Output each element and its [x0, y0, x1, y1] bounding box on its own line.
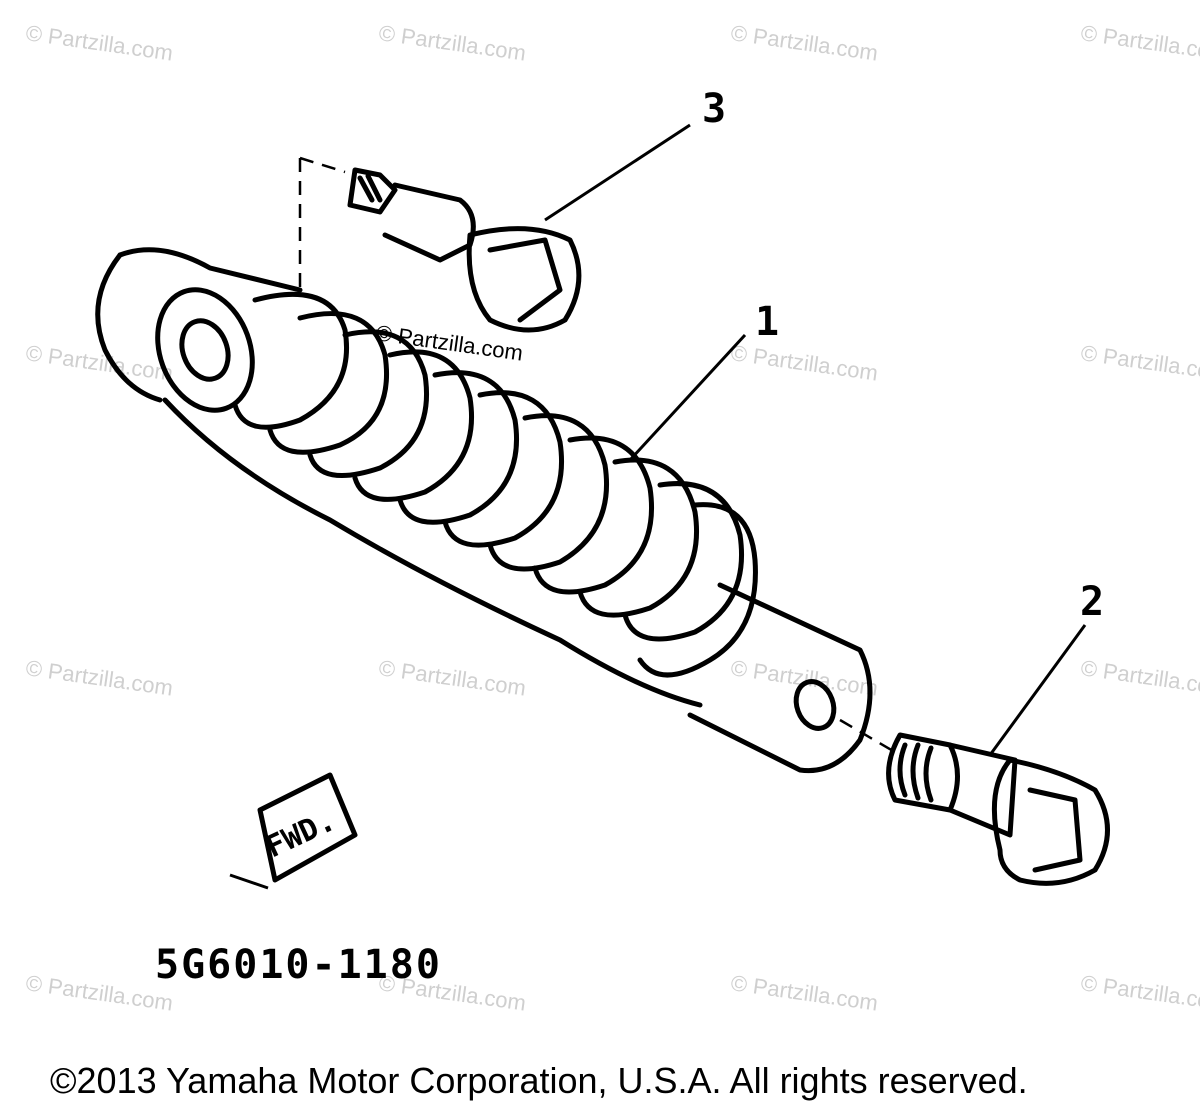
watermark: © Partzilla.com [377, 655, 527, 700]
lower-bolt-head-facet [1027, 787, 1083, 873]
lower-bolt-head [991, 757, 1110, 886]
watermark: © Partzilla.com [729, 340, 879, 385]
upper-bolt-thread [347, 167, 398, 215]
lower-assembly-guide [839, 718, 901, 757]
top-cap-outline [117, 247, 303, 293]
lower-bolt-thread-lines [897, 742, 934, 803]
watermark: © Partzilla.com [1079, 970, 1200, 1015]
watermark: © Partzilla.com [1079, 20, 1200, 65]
watermark: © Partzilla.com [24, 655, 174, 700]
lower-bolt[interactable] [886, 732, 1110, 886]
callout-3[interactable]: 3 [702, 86, 726, 132]
watermark: © Partzilla.com [24, 20, 174, 65]
callout-2[interactable]: 2 [1080, 579, 1104, 625]
watermark: © Partzilla.com [24, 340, 174, 385]
fwd-box [257, 772, 358, 883]
top-mount-bore [179, 318, 231, 382]
watermark: © Partzilla.com [729, 20, 879, 65]
watermark: © Partzilla.com [1079, 340, 1200, 385]
upper-bolt-thread-lines [357, 173, 383, 203]
top-cap-side [95, 252, 163, 403]
shock-absorber[interactable] [95, 247, 873, 774]
watermark: © Partzilla.com [729, 655, 879, 700]
upper-bolt-head [466, 226, 582, 333]
upper-assembly-guide [298, 156, 346, 290]
callout-1[interactable]: 1 [755, 299, 779, 345]
leader-line-1 [628, 333, 747, 462]
upper-bolt[interactable] [347, 167, 582, 333]
watermark: © Partzilla.com [24, 970, 174, 1015]
lower-eye-bore [793, 679, 837, 731]
leader-line-3 [544, 123, 691, 222]
watermark: © Partzilla.com [729, 970, 879, 1015]
upper-bolt-shank [382, 182, 476, 263]
copyright-notice: ©2013 Yamaha Motor Corporation, U.S.A. A… [50, 1060, 1028, 1101]
damper-tube [687, 582, 873, 774]
diagram-code: 5G6010-1180 [155, 942, 442, 988]
fwd-arrow-symbol: FWD. [229, 772, 358, 890]
leader-line-2 [988, 624, 1087, 756]
fwd-arrow-line [229, 873, 269, 890]
fwd-label: FWD. [261, 803, 341, 865]
lower-bolt-shank [947, 742, 1018, 838]
top-mount-eye [155, 287, 255, 413]
watermark: © Partzilla.com [1079, 655, 1200, 700]
spring-coils [162, 291, 758, 708]
watermark: © Partzilla.com [377, 20, 527, 65]
upper-bolt-head-facet [487, 237, 563, 323]
watermark-layer: © Partzilla.com © Partzilla.com © Partzi… [24, 20, 1200, 1015]
